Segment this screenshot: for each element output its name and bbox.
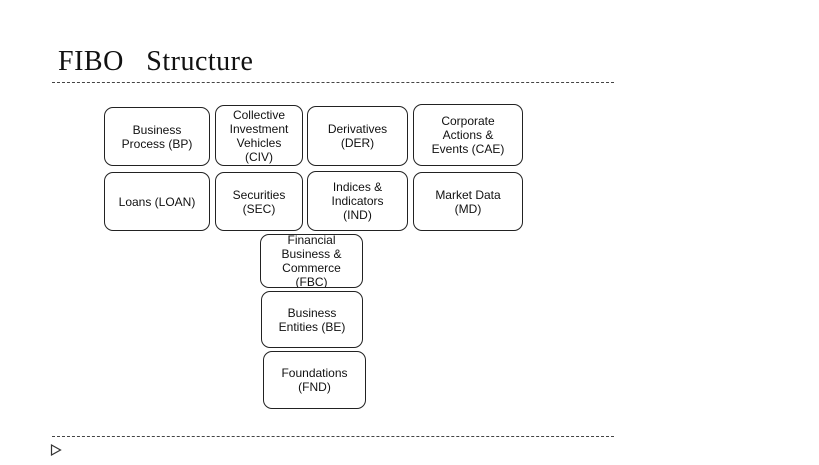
title-divider [52,82,614,83]
module-corporate-actions-events: Corporate Actions & Events (CAE) [413,104,523,166]
module-market-data: Market Data (MD) [413,172,523,231]
module-indices-indicators: Indices & Indicators (IND) [307,171,408,231]
module-derivatives: Derivatives (DER) [307,106,408,166]
module-foundations: Foundations (FND) [263,351,366,409]
slide-title: FIBO Structure [58,46,254,77]
footer-divider [52,436,614,437]
module-securities: Securities (SEC) [215,172,303,231]
module-collective-investment-vehicles: Collective Investment Vehicles (CIV) [215,105,303,166]
module-business-entities: Business Entities (BE) [261,291,363,348]
module-business-process: Business Process (BP) [104,107,210,166]
module-financial-business-commerce: Financial Business & Commerce (FBC) [260,234,363,288]
module-loans: Loans (LOAN) [104,172,210,231]
play-triangle-icon[interactable] [50,444,62,456]
